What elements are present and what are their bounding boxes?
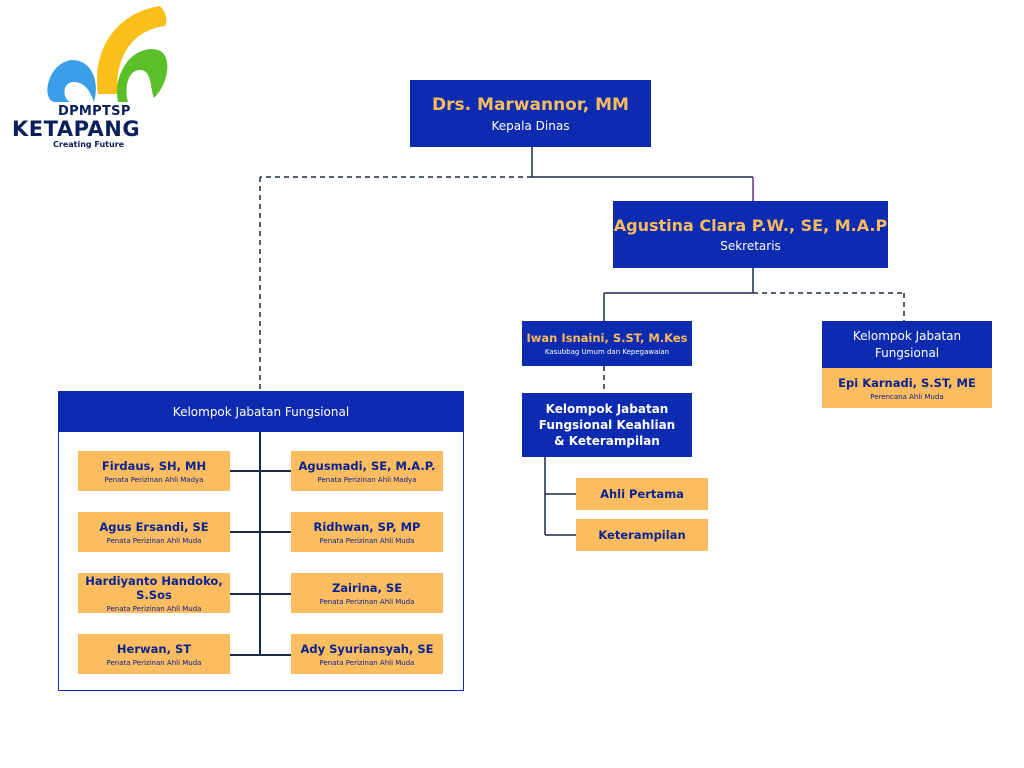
member-card: Ridhwan, SP, MP Penata Perizinan Ahli Mu… xyxy=(291,512,443,552)
member-card: Firdaus, SH, MH Penata Perizinan Ahli Ma… xyxy=(78,451,230,491)
kepala-dinas-box: Drs. Marwannor, MM Kepala Dinas xyxy=(410,80,651,147)
member-role: Penata Perizinan Ahli Muda xyxy=(106,658,202,667)
sekretaris-role: Sekretaris xyxy=(720,239,781,253)
kjf-keahlian-line3: & Keterampilan xyxy=(554,434,660,448)
kjf-keahlian-line1: Kelompok Jabatan xyxy=(545,402,669,416)
keterampilan-box: Keterampilan xyxy=(576,519,708,551)
sekretaris-box: Agustina Clara P.W., SE, M.A.P Sekretari… xyxy=(613,201,888,268)
member-card: Zairina, SE Penata Perizinan Ahli Muda xyxy=(291,573,443,613)
member-role: Penata Perizinan Ahli Muda xyxy=(319,597,415,606)
member-card: Ady Syuriansyah, SE Penata Perizinan Ahl… xyxy=(291,634,443,674)
kjf-keahlian-box: Kelompok Jabatan Fungsional Keahlian & K… xyxy=(522,393,692,457)
member-name: Zairina, SE xyxy=(331,580,403,595)
kepala-dinas-role: Kepala Dinas xyxy=(491,118,570,133)
kjf-left-title: Kelompok Jabatan Fungsional xyxy=(58,391,464,432)
member-card: Agus Ersandi, SE Penata Perizinan Ahli M… xyxy=(78,512,230,552)
sekretaris-name: Agustina Clara P.W., SE, M.A.P xyxy=(613,216,888,235)
member-role: Penata Perizinan Ahli Muda xyxy=(319,658,415,667)
logo-tagline: Creating Future xyxy=(53,140,125,149)
member-name: Agusmadi, SE, M.A.P. xyxy=(298,458,436,473)
ahli-pertama-label: Ahli Pertama xyxy=(600,487,684,501)
kasubbag-role: Kasubbag Umum dan Kepegawaian xyxy=(544,348,670,356)
kasubbag-box: Iwan Isnaini, S.ST, M.Kes Kasubbag Umum … xyxy=(522,321,692,366)
kjf-right-member: Epi Karnadi, S.ST, ME Perencana Ahli Mud… xyxy=(822,368,992,408)
member-name: Firdaus, SH, MH xyxy=(101,458,207,473)
member-name: Ady Syuriansyah, SE xyxy=(300,641,434,656)
kjf-right-title-line2: Fungsional xyxy=(874,345,940,360)
keterampilan-label: Keterampilan xyxy=(598,528,686,542)
kjf-keahlian-line2: Fungsional Keahlian xyxy=(538,418,676,432)
member-role: Penata Perizinan Ahli Muda xyxy=(106,536,202,545)
member-role: Penata Perizinan Ahli Madya xyxy=(104,475,204,484)
member-name: Epi Karnadi, S.ST, ME xyxy=(838,375,976,390)
member-card: Agusmadi, SE, M.A.P. Penata Perizinan Ah… xyxy=(291,451,443,491)
member-role: Penata Perizinan Ahli Muda xyxy=(106,604,202,613)
kjf-right-title-line1: Kelompok Jabatan xyxy=(852,328,962,343)
kasubbag-name: Iwan Isnaini, S.ST, M.Kes xyxy=(526,331,688,345)
member-role: Penata Perizinan Ahli Muda xyxy=(319,536,415,545)
ahli-pertama-box: Ahli Pertama xyxy=(576,478,708,510)
member-name: Ridhwan, SP, MP xyxy=(313,519,421,534)
member-name: Hardiyanto Handoko, S.Sos xyxy=(85,573,223,602)
logo-agency-name: DPMPTSP xyxy=(58,104,131,119)
logo-city-name: KETAPANG xyxy=(12,117,141,141)
member-name: Herwan, ST xyxy=(116,641,192,656)
member-name: Agus Ersandi, SE xyxy=(99,519,209,534)
kjf-right-header: Kelompok Jabatan Fungsional xyxy=(822,321,992,368)
kepala-dinas-name: Drs. Marwannor, MM xyxy=(432,94,629,115)
member-card: Herwan, ST Penata Perizinan Ahli Muda xyxy=(78,634,230,674)
member-role: Perencana Ahli Muda xyxy=(870,392,944,401)
member-role: Penata Perizinan Ahli Madya xyxy=(317,475,417,484)
dpmptsp-logo-icon xyxy=(47,6,168,102)
member-card: Hardiyanto Handoko, S.Sos Penata Perizin… xyxy=(78,573,230,613)
